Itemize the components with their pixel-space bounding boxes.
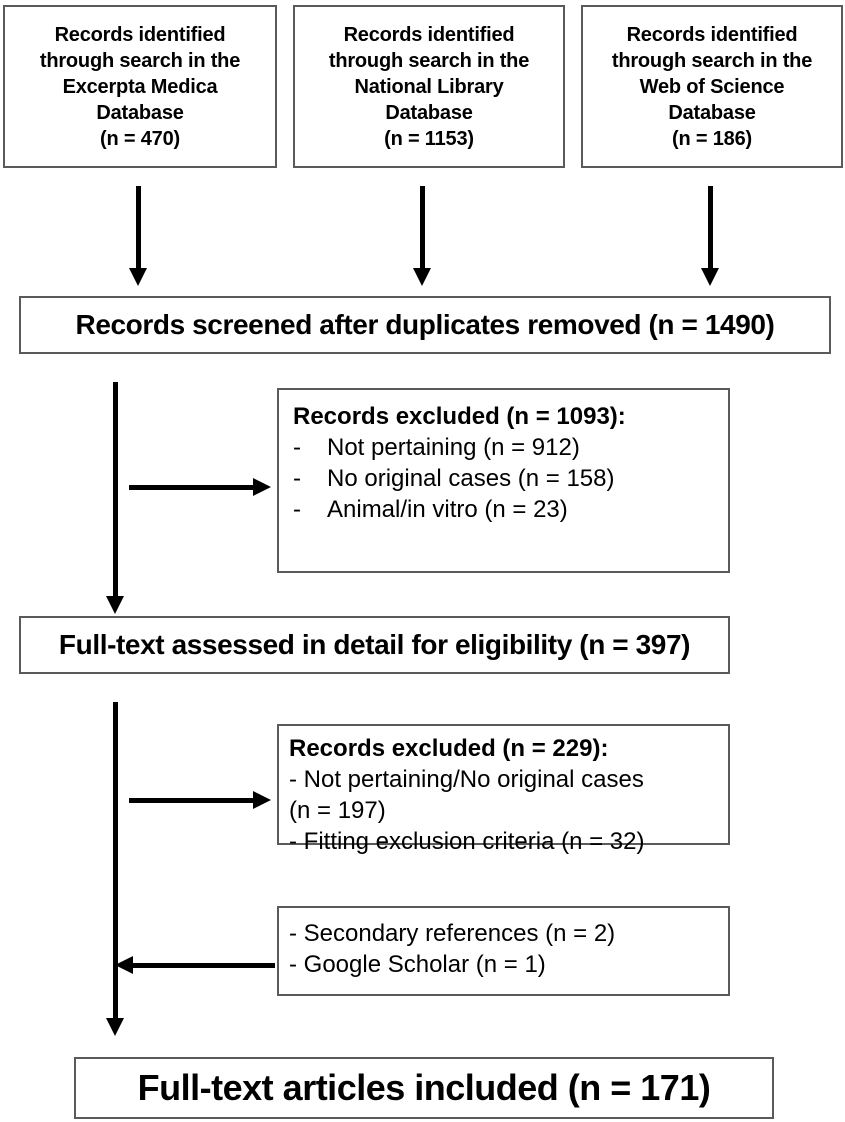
source-line: Records identified xyxy=(343,23,515,46)
excluded-screening-item-text: Not pertaining (n = 912) xyxy=(327,434,580,461)
records-excluded-eligibility-box: Records excluded (n = 229): - Not pertai… xyxy=(277,724,730,855)
fulltext-assessed-label: Full-text assessed in detail for eligibi… xyxy=(58,629,691,660)
excluded-screening-item: - Not pertaining (n = 912) xyxy=(293,432,580,463)
arrow-down-web-of-science-to-screened xyxy=(700,186,720,286)
bullet-dash: - xyxy=(293,465,301,492)
excluded-screening-heading: Records excluded (n = 1093): xyxy=(293,403,626,430)
source-line: through search in the xyxy=(611,49,813,72)
arrow-down-eligibility-to-included xyxy=(105,702,125,1036)
records-screened-box: Records screened after duplicates remove… xyxy=(19,296,831,354)
excluded-eligibility-heading: Records excluded (n = 229): xyxy=(289,735,609,762)
source-box-web-of-science: Records identified through search in the… xyxy=(581,5,843,168)
source-line: Records identified xyxy=(626,23,798,46)
excluded-eligibility-line: (n = 197) xyxy=(289,797,386,824)
source-count: (n = 186) xyxy=(672,127,752,150)
source-line: Records identified xyxy=(54,23,226,46)
bullet-dash: - xyxy=(293,496,301,523)
additional-records-line: - Secondary references (n = 2) xyxy=(289,920,616,947)
source-line: through search in the xyxy=(328,49,530,72)
source-count: (n = 1153) xyxy=(384,127,474,150)
excluded-screening-item: - No original cases (n = 158) xyxy=(293,463,614,494)
fulltext-assessed-box: Full-text assessed in detail for eligibi… xyxy=(19,616,730,674)
records-excluded-screening-box: Records excluded (n = 1093): - Not perta… xyxy=(277,388,730,573)
additional-records-box: - Secondary references (n = 2) - Google … xyxy=(277,906,730,996)
arrow-down-embase-to-screened xyxy=(128,186,148,286)
records-screened-label: Records screened after duplicates remove… xyxy=(75,309,775,340)
arrow-right-to-excluded-screening xyxy=(129,477,271,497)
source-line: Database xyxy=(385,101,473,124)
additional-records-line: - Google Scholar (n = 1) xyxy=(289,951,546,978)
source-count: (n = 470) xyxy=(100,127,180,150)
arrow-down-screened-to-eligibility xyxy=(105,382,125,614)
fulltext-included-box: Full-text articles included (n = 171) xyxy=(74,1057,774,1119)
source-line: National Library xyxy=(354,75,504,98)
excluded-eligibility-line: - Not pertaining/No original cases xyxy=(289,766,644,793)
source-line: Excerpta Medica xyxy=(62,75,218,98)
source-line: Web of Science xyxy=(639,75,785,98)
source-line: Database xyxy=(668,101,756,124)
arrow-right-to-excluded-eligibility xyxy=(129,790,271,810)
source-line: Database xyxy=(96,101,184,124)
arrow-left-from-additional-records xyxy=(115,955,275,975)
source-box-embase: Records identified through search in the… xyxy=(3,5,277,168)
excluded-eligibility-line: - Fitting exclusion criteria (n = 32) xyxy=(289,828,645,855)
excluded-screening-item-text: Animal/in vitro (n = 23) xyxy=(327,496,568,523)
excluded-screening-item: - Animal/in vitro (n = 23) xyxy=(293,494,568,525)
arrow-down-national-library-to-screened xyxy=(412,186,432,286)
source-box-national-library: Records identified through search in the… xyxy=(293,5,565,168)
source-line: through search in the xyxy=(39,49,241,72)
fulltext-included-label: Full-text articles included (n = 171) xyxy=(137,1067,711,1108)
excluded-screening-item-text: No original cases (n = 158) xyxy=(327,465,615,492)
bullet-dash: - xyxy=(293,434,301,461)
